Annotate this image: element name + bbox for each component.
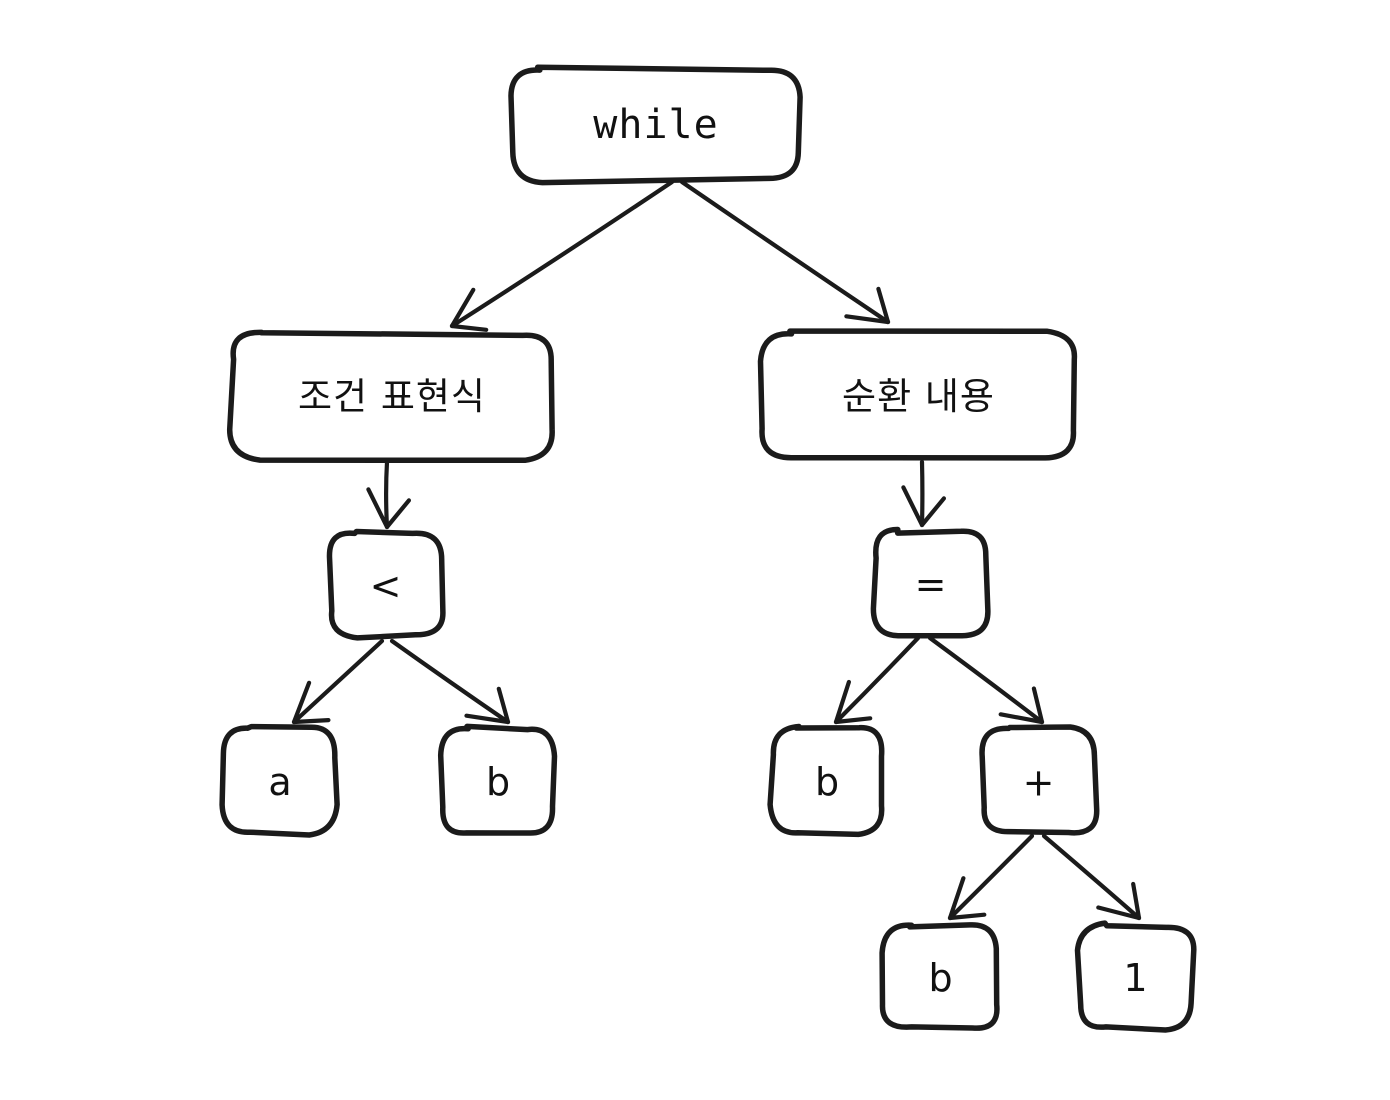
nodes-layer: while 조건 표현식 순환 내용 < = a b b + b 1 — [219, 64, 1197, 1033]
node-box — [508, 64, 803, 186]
arrowhead-stroke-2 — [833, 716, 873, 725]
node-label: + — [1023, 761, 1055, 805]
edge-root-to-cond — [449, 179, 675, 332]
arrowhead-stroke-2 — [1131, 881, 1142, 921]
node-box — [979, 724, 1100, 836]
node-label: < — [370, 564, 402, 608]
edge-line — [389, 638, 511, 725]
edge-plus-to-one — [1041, 833, 1142, 921]
node-one[interactable]: 1 — [1074, 920, 1197, 1033]
arrowhead-stroke-1 — [844, 314, 891, 325]
node-box — [879, 922, 1000, 1031]
arrowhead-stroke-2 — [496, 686, 511, 725]
node-box — [437, 723, 558, 836]
arrowhead-stroke-1 — [833, 679, 851, 725]
edge-assign-to-b2 — [833, 635, 921, 725]
edge-line — [833, 635, 921, 725]
arrowhead-stroke-1 — [291, 680, 312, 725]
edge-lt-to-a — [291, 638, 385, 725]
arrowhead-stroke-2 — [919, 496, 946, 528]
node-b2[interactable]: b — [767, 723, 885, 838]
arrowhead-stroke-1 — [366, 487, 390, 530]
edge-line — [947, 833, 1035, 921]
node-root[interactable]: while — [508, 64, 803, 186]
node-cond[interactable]: 조건 표현식 — [226, 329, 555, 464]
arrowhead-stroke-2 — [291, 718, 331, 725]
edge-line — [679, 179, 891, 325]
edge-lt-to-b1 — [389, 638, 511, 725]
node-label: b — [486, 760, 510, 804]
node-label: = — [915, 563, 947, 607]
edge-line — [291, 638, 385, 725]
edges-layer — [291, 179, 1142, 921]
arrowhead-stroke-1 — [998, 712, 1045, 725]
arrowhead-stroke-2 — [876, 286, 891, 325]
node-box — [226, 329, 555, 464]
node-lt[interactable]: < — [326, 528, 446, 641]
node-a[interactable]: a — [219, 723, 340, 838]
node-box — [219, 723, 340, 838]
edge-line — [927, 635, 1045, 725]
node-box — [757, 328, 1078, 461]
node-label: while — [593, 102, 718, 148]
edge-line — [384, 459, 390, 530]
node-assign[interactable]: = — [870, 526, 991, 639]
node-label: b — [815, 760, 839, 804]
node-label: 1 — [1123, 956, 1147, 1000]
arrowhead-stroke-2 — [1031, 686, 1045, 725]
node-box — [870, 526, 991, 639]
edge-cond-to-lt — [366, 459, 411, 530]
node-label: b — [928, 956, 952, 1000]
arrowhead-stroke-1 — [901, 485, 925, 528]
edge-plus-to-b3 — [947, 833, 1035, 921]
edge-assign-to-plus — [927, 635, 1045, 725]
arrowhead-stroke-1 — [464, 713, 511, 725]
arrowhead-stroke-1 — [449, 287, 476, 329]
edge-body-to-assign — [901, 459, 946, 528]
node-box — [326, 528, 446, 641]
arrowhead-stroke-2 — [384, 498, 411, 530]
arrowhead-stroke-1 — [947, 876, 966, 921]
node-body[interactable]: 순환 내용 — [757, 328, 1078, 461]
node-label: 순환 내용 — [842, 375, 995, 418]
node-box — [767, 723, 885, 838]
arrowhead-stroke-2 — [449, 323, 489, 332]
node-plus[interactable]: + — [979, 724, 1100, 836]
node-box — [1074, 920, 1197, 1033]
node-b1[interactable]: b — [437, 723, 558, 836]
edge-line — [1041, 833, 1142, 921]
node-label: a — [268, 760, 291, 804]
edge-root-to-body — [679, 179, 891, 325]
arrowhead-stroke-1 — [1096, 905, 1142, 921]
node-label: 조건 표현식 — [298, 375, 486, 418]
node-b3[interactable]: b — [879, 922, 1000, 1031]
edge-line — [449, 179, 675, 329]
arrowhead-stroke-2 — [947, 912, 987, 921]
